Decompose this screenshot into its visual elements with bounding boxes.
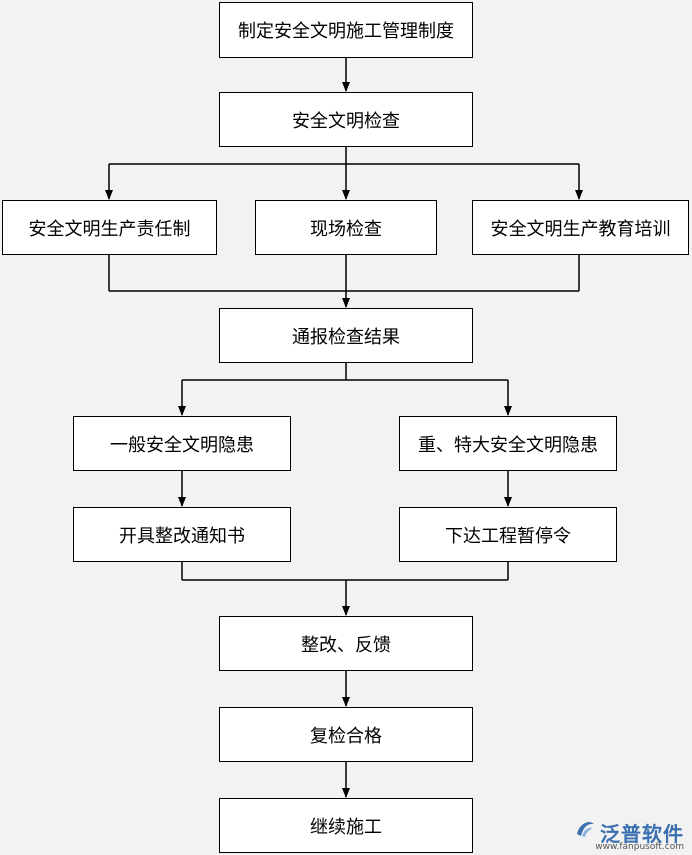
node-general-hazard: 一般安全文明隐患 (73, 416, 291, 471)
node-safety-system: 制定安全文明施工管理制度 (219, 2, 473, 58)
node-stop-work-order: 下达工程暂停令 (399, 507, 617, 562)
node-major-hazard: 重、特大安全文明隐患 (399, 416, 617, 471)
node-responsibility-system: 安全文明生产责任制 (2, 200, 217, 255)
logo-name: 泛普软件 (600, 822, 684, 846)
watermark-logo: 泛普软件 www.fanpusoft.com (574, 818, 684, 852)
node-reinspection-pass: 复检合格 (219, 707, 473, 762)
node-continue-construction: 继续施工 (219, 798, 473, 853)
node-safety-inspection: 安全文明检查 (219, 92, 473, 147)
node-rectify-feedback: 整改、反馈 (219, 616, 473, 671)
logo-url: www.fanpusoft.com (595, 842, 684, 852)
node-report-results: 通报检查结果 (219, 308, 473, 363)
node-rectification-notice: 开具整改通知书 (73, 507, 291, 562)
node-site-inspection: 现场检查 (255, 200, 437, 255)
node-education-training: 安全文明生产教育培训 (472, 200, 689, 255)
logo-icon (577, 822, 594, 837)
